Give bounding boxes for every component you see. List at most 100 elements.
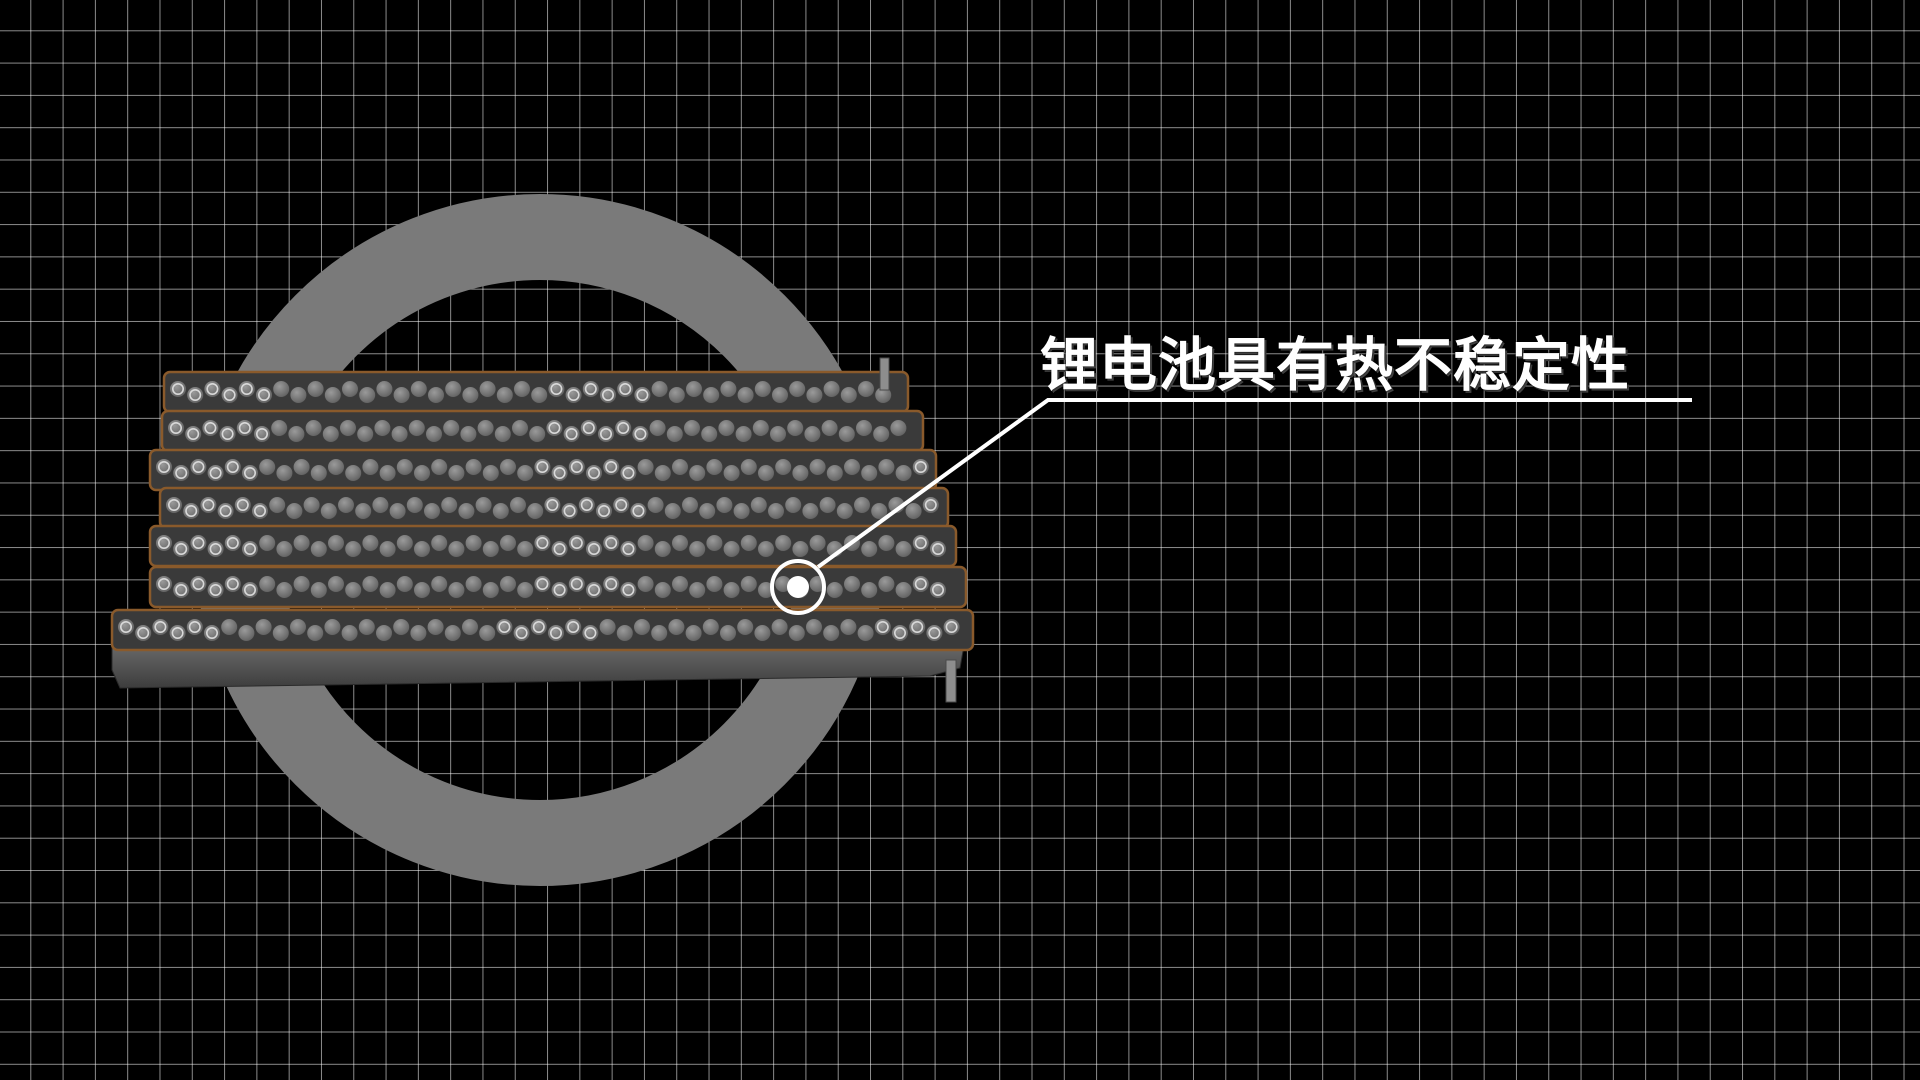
battery-cell [835, 502, 854, 520]
battery-cell [509, 496, 527, 514]
battery-cell [818, 496, 837, 514]
battery-cell [285, 502, 304, 520]
battery-cell [671, 534, 689, 552]
battery-cell [734, 425, 753, 443]
battery-cell [361, 534, 380, 552]
battery-cell [860, 581, 878, 599]
battery-cell [837, 425, 856, 443]
battery-cell [344, 464, 363, 482]
battery-cell [688, 581, 706, 599]
battery-cell-terminal [171, 626, 184, 639]
battery-cell-terminal [192, 577, 205, 590]
battery-cell [476, 419, 495, 437]
battery-cell [872, 425, 890, 443]
battery-cell [715, 496, 734, 514]
battery-cell [354, 502, 373, 520]
battery-cell-terminal [914, 460, 927, 473]
battery-cell-terminal [175, 466, 188, 479]
battery-cell-terminal [567, 620, 580, 633]
battery-cell [306, 380, 325, 398]
battery-cell [513, 380, 531, 398]
battery-cell-terminal [587, 583, 600, 596]
battery-cell-terminal [206, 626, 219, 639]
battery-cell [701, 618, 720, 636]
battery-cell [516, 540, 534, 558]
battery-cell [327, 575, 345, 593]
battery-cell-terminal [601, 388, 614, 401]
battery-cell [289, 618, 307, 636]
battery-cell-terminal [192, 536, 205, 549]
battery-cell [275, 581, 294, 599]
battery-cell [292, 575, 311, 593]
battery-cell-terminal [120, 620, 133, 633]
battery-cell [474, 496, 493, 514]
battery-cell [822, 380, 841, 398]
battery-cell [395, 534, 414, 552]
battery-cell [292, 534, 311, 552]
battery-cell [839, 386, 858, 404]
battery-cell-terminal [619, 382, 632, 395]
battery-cell-terminal [876, 620, 889, 633]
battery-cell-terminal [911, 620, 924, 633]
battery-cell [530, 386, 548, 404]
battery-cell [327, 458, 345, 476]
battery-cell [700, 425, 718, 443]
battery-cell [736, 386, 755, 404]
battery-cell-terminal [219, 504, 232, 517]
battery-cell [667, 386, 686, 404]
battery-cell [464, 458, 483, 476]
battery-cell-terminal [546, 498, 559, 511]
battery-cell [820, 419, 839, 437]
battery-cell-terminal [209, 466, 222, 479]
battery-cell [426, 618, 445, 636]
battery-cell [358, 386, 377, 404]
battery-cell-terminal [223, 388, 236, 401]
battery-cell-terminal [634, 427, 647, 440]
battery-cell [447, 581, 466, 599]
battery-cell [430, 458, 449, 476]
battery-cell [390, 425, 409, 443]
battery-cell [444, 380, 463, 398]
battery-cell [749, 496, 768, 514]
battery-cell-terminal [226, 577, 239, 590]
battery-cell-terminal [622, 583, 635, 596]
battery-cell [481, 464, 500, 482]
battery-cell-terminal [498, 620, 511, 633]
battery-cell [877, 458, 896, 476]
battery-cell-terminal [515, 626, 528, 639]
battery-cell [461, 386, 480, 404]
battery-cell [464, 575, 483, 593]
battery-cell [722, 464, 741, 482]
battery-cell-terminal [549, 626, 562, 639]
battery-cell [407, 419, 426, 437]
battery-cell-terminal [188, 620, 201, 633]
battery-cell [409, 380, 428, 398]
battery-cell-terminal [931, 542, 944, 555]
battery-cell [339, 419, 357, 437]
battery-cell-terminal [168, 498, 181, 511]
battery-cell [671, 575, 689, 593]
battery-cell [646, 496, 665, 514]
battery-cell [361, 575, 380, 593]
battery-cell [894, 581, 913, 599]
battery-cell-terminal [240, 382, 253, 395]
battery-cell-terminal [255, 427, 268, 440]
battery-cell [258, 458, 277, 476]
battery-cell-terminal [563, 504, 576, 517]
battery-cell [254, 618, 273, 636]
battery-cell [270, 419, 289, 437]
battery-cell-terminal [597, 504, 610, 517]
terminal-posts [879, 357, 957, 703]
battery-cell-terminal [928, 626, 941, 639]
battery-cell [395, 575, 414, 593]
battery-cell-terminal [580, 498, 593, 511]
battery-cell [739, 575, 758, 593]
battery-cell [894, 540, 913, 558]
battery-cell-terminal [553, 542, 566, 555]
battery-cell [757, 464, 775, 482]
battery-cell [860, 464, 878, 482]
battery-cell-terminal [605, 460, 618, 473]
battery-cell [822, 624, 840, 642]
battery-cell [702, 386, 720, 404]
battery-cell [636, 575, 655, 593]
